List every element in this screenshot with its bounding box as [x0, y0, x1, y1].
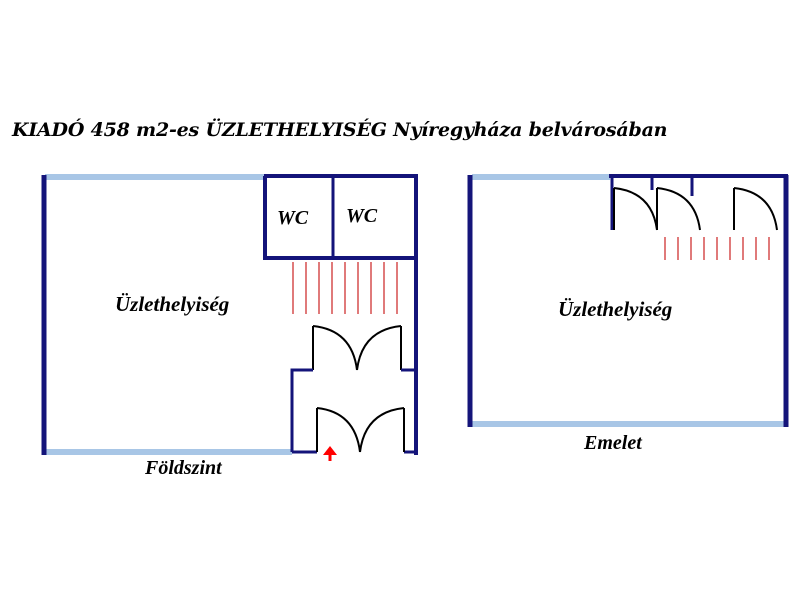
wc-label-1: WC	[277, 207, 309, 229]
entrance-arrow-icon	[323, 446, 337, 461]
upper-floor-plan: Üzlethelyiség Emelet	[467, 174, 789, 454]
inner-double-door	[312, 325, 402, 371]
upper-doors	[613, 187, 778, 231]
vestibule-walls	[290, 368, 416, 454]
ground-staircase	[292, 262, 398, 314]
ground-room-label: Üzlethelyiség	[115, 292, 229, 316]
page-title: KIADÓ 458 m2-es ÜZLETHELYISÉG Nyíregyház…	[12, 119, 668, 141]
upper-floor-caption: Emelet	[583, 432, 643, 454]
entrance-double-door	[316, 407, 405, 453]
upper-staircase	[664, 237, 770, 260]
upper-door-walls	[610, 176, 694, 230]
upper-room-label: Üzlethelyiség	[558, 297, 672, 321]
wc-label-2: WC	[346, 205, 378, 227]
ground-floor-plan: WC WC Üzlethelyiség Földszint	[41, 174, 418, 479]
ground-floor-caption: Földszint	[144, 457, 223, 479]
